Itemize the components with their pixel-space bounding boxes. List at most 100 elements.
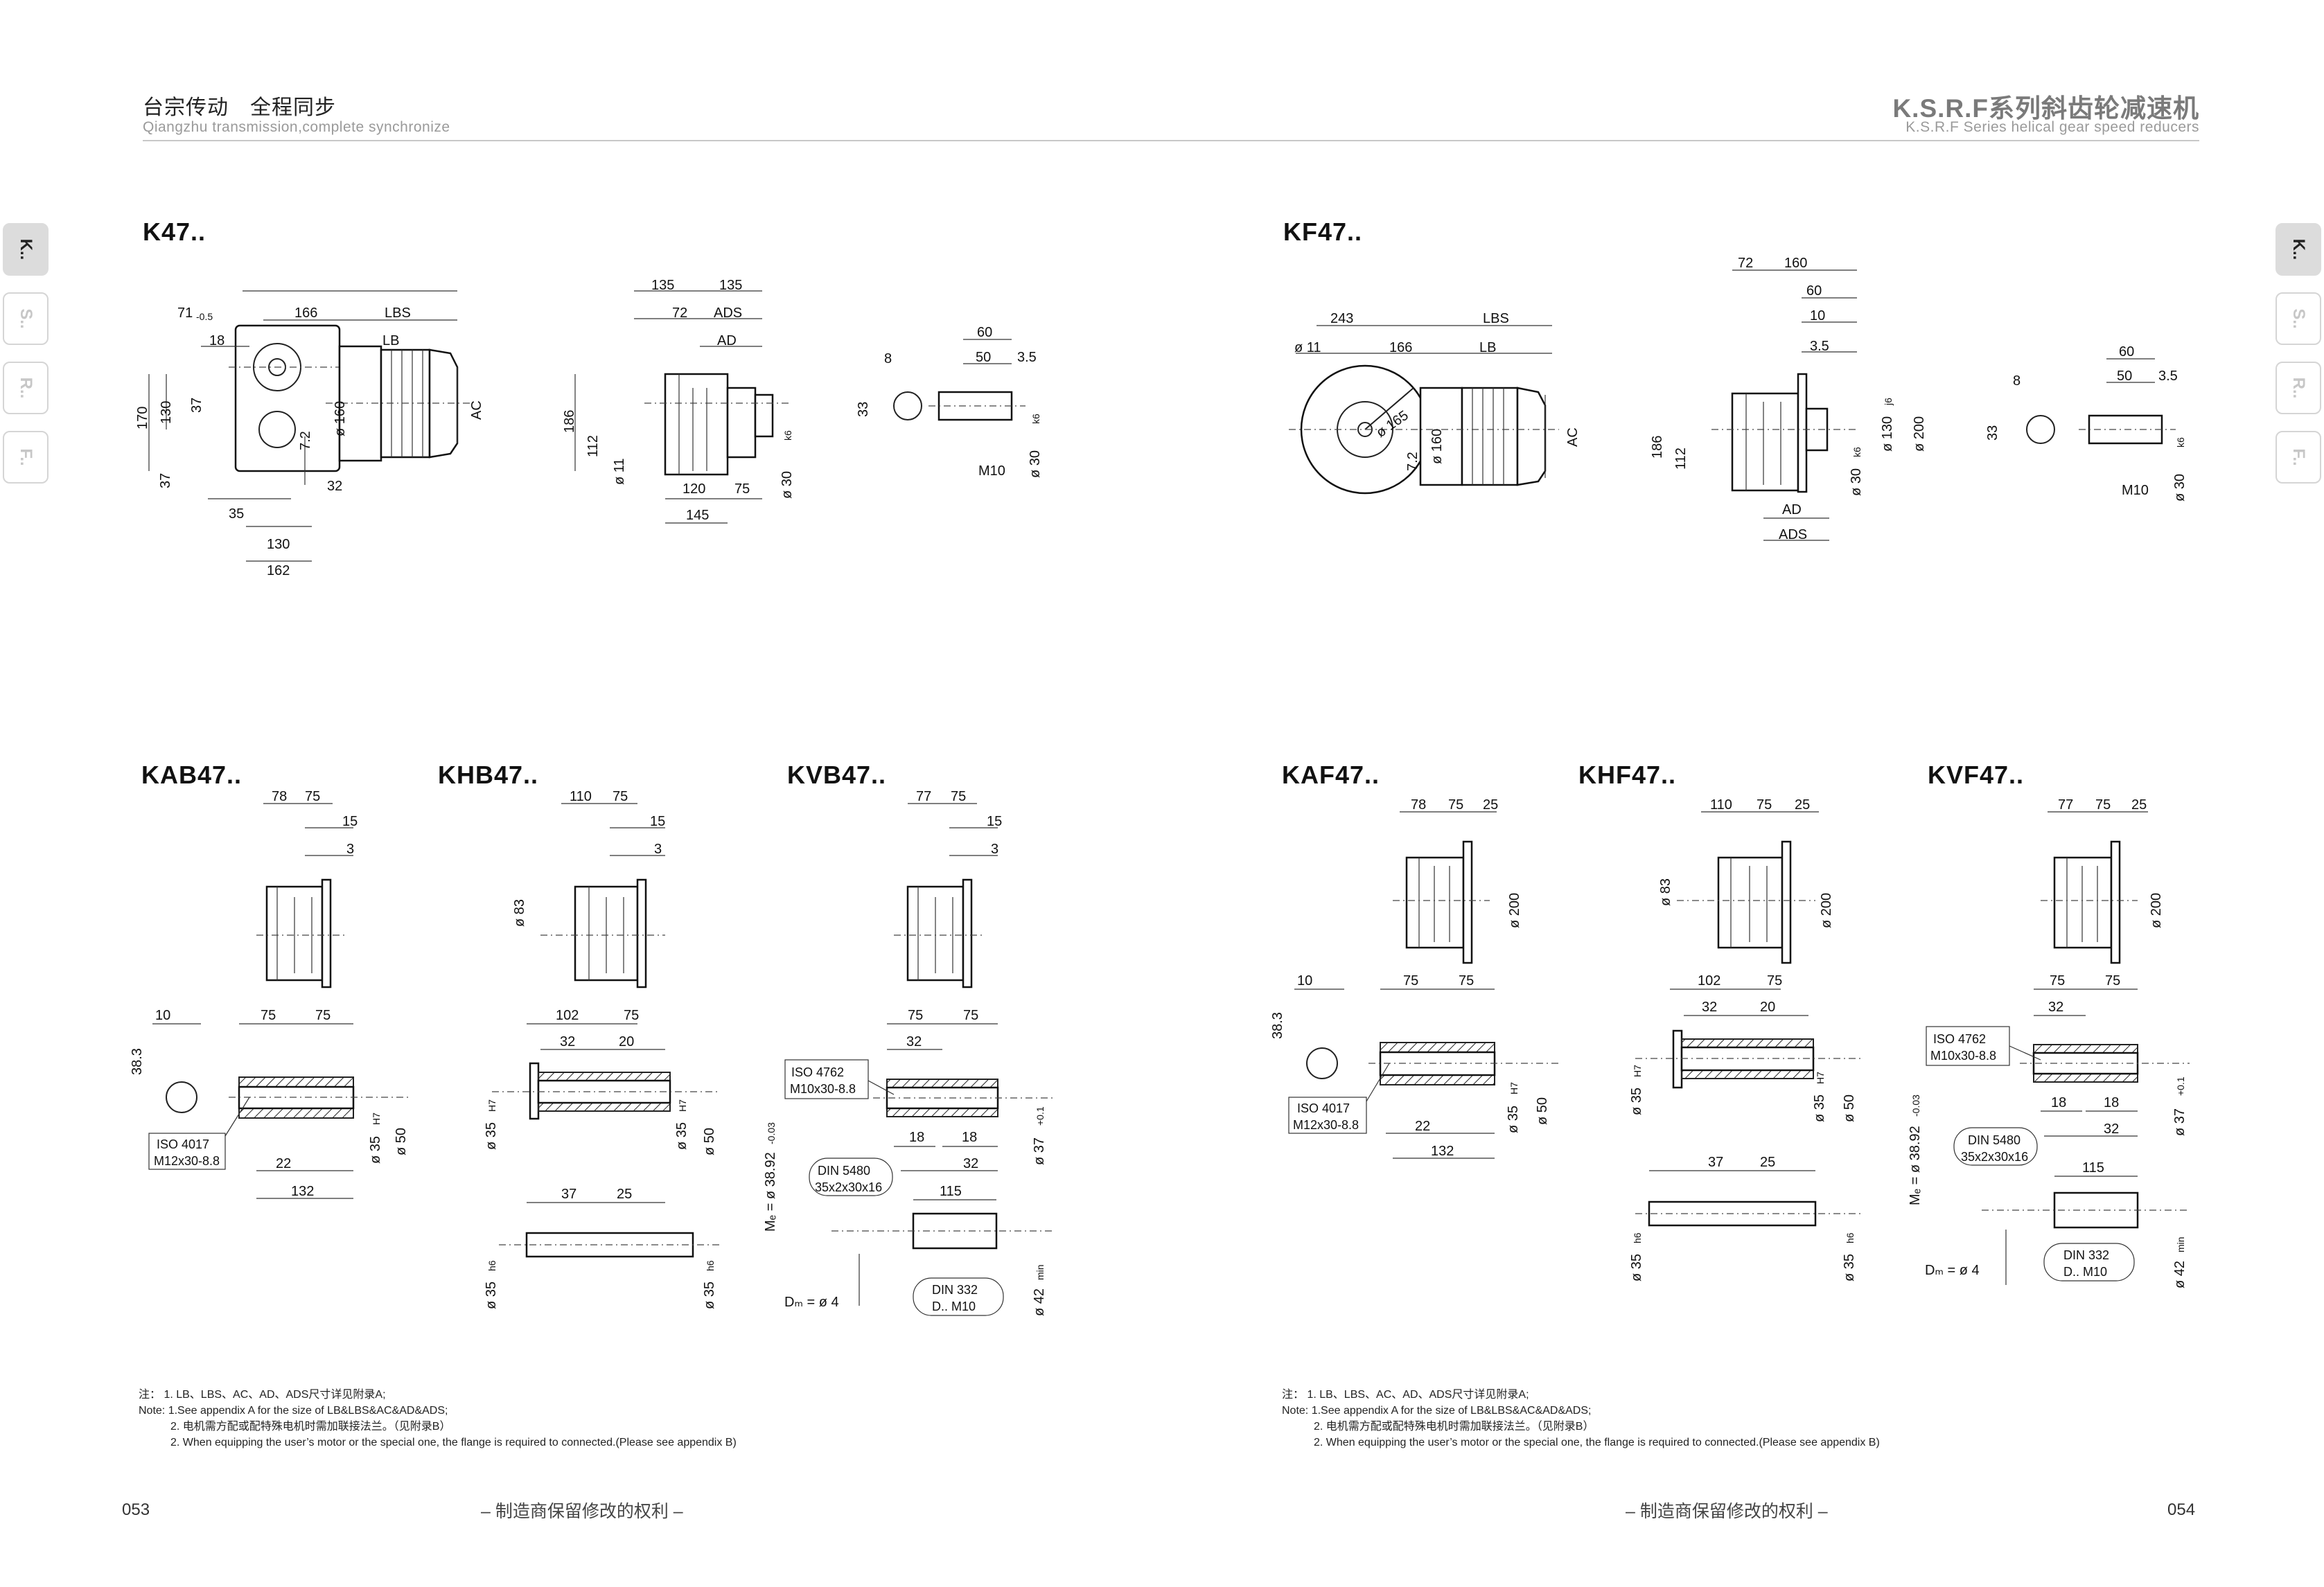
svg-text:ø 37: ø 37 (1032, 1137, 1047, 1165)
note-line-en-1: Note: 1.See appendix A for the size of L… (139, 1405, 448, 1417)
svg-text:ø 35: ø 35 (1842, 1254, 1857, 1282)
svg-text:k6: k6 (1851, 447, 1863, 457)
svg-text:25: 25 (1483, 797, 1498, 813)
svg-text:32: 32 (906, 1034, 922, 1049)
page-number-left: 053 (122, 1500, 150, 1519)
svg-text:75: 75 (2105, 973, 2120, 988)
svg-text:75: 75 (1459, 973, 1474, 988)
svg-text:15: 15 (650, 814, 665, 829)
svg-text:35x2x30x16: 35x2x30x16 (1961, 1150, 2028, 1164)
khb47-top-view: 110 75 15 3 ø 83 (512, 789, 665, 988)
svg-text:+0.1: +0.1 (1035, 1106, 1046, 1126)
header-brand-cn: 台宗传动 全程同步 (143, 96, 336, 119)
tab-s-right[interactable]: S.. (2275, 292, 2321, 345)
svg-text:60: 60 (1806, 283, 1822, 299)
svg-text:78: 78 (1411, 797, 1426, 813)
svg-text:AC: AC (1565, 427, 1581, 447)
svg-text:ø 130: ø 130 (1880, 416, 1895, 452)
svg-text:LBS: LBS (385, 305, 411, 321)
svg-text:22: 22 (1415, 1119, 1430, 1134)
svg-text:3: 3 (346, 842, 354, 857)
header-divider (143, 140, 2199, 141)
svg-text:145: 145 (686, 508, 709, 523)
svg-text:h6: h6 (1845, 1232, 1856, 1243)
svg-text:+0.1: +0.1 (2175, 1076, 2186, 1096)
svg-text:h6: h6 (705, 1260, 716, 1271)
svg-text:18: 18 (962, 1130, 977, 1145)
svg-text:ø 35: ø 35 (674, 1122, 689, 1150)
note-line-cn-1: 注： 1. LB、LBS、AC、AD、ADS尺寸详见附录A; (1282, 1389, 1529, 1401)
svg-text:132: 132 (291, 1184, 314, 1199)
svg-text:75: 75 (305, 789, 320, 804)
svg-text:ISO 4017: ISO 4017 (1297, 1101, 1350, 1115)
svg-text:120: 120 (683, 481, 705, 497)
tab-k-right[interactable]: K.. (2275, 223, 2321, 276)
svg-text:ø 30: ø 30 (1028, 450, 1043, 478)
tab-r-right[interactable]: R.. (2275, 362, 2321, 414)
note-line-en-2: 2. When equipping the user’s motor or th… (1314, 1437, 1880, 1448)
svg-text:ø 200: ø 200 (2149, 893, 2164, 928)
khf47-top-view: 110 75 25 ø 83 ø 200 (1658, 797, 1834, 964)
tab-f-left[interactable]: F.. (3, 431, 49, 484)
title-kvf47: KVF47.. (1928, 761, 2025, 789)
svg-text:112: 112 (1673, 447, 1689, 470)
svg-text:25: 25 (1760, 1155, 1775, 1170)
svg-text:166: 166 (294, 305, 317, 321)
svg-text:166: 166 (1389, 340, 1412, 355)
svg-text:75: 75 (734, 481, 750, 497)
svg-text:160: 160 (1784, 256, 1807, 271)
svg-text:M12x30-8.8: M12x30-8.8 (1293, 1118, 1359, 1132)
svg-text:ø 160: ø 160 (1429, 429, 1445, 464)
svg-text:ø 50: ø 50 (702, 1128, 717, 1155)
svg-text:ø 50: ø 50 (1842, 1094, 1857, 1122)
svg-text:LBS: LBS (1483, 311, 1509, 326)
svg-text:75: 75 (315, 1008, 331, 1023)
svg-text:115: 115 (940, 1184, 962, 1199)
svg-text:AD: AD (1782, 502, 1802, 517)
svg-text:20: 20 (1760, 1000, 1775, 1015)
svg-text:ø 30: ø 30 (780, 471, 795, 499)
svg-text:ø 50: ø 50 (1535, 1097, 1550, 1125)
svg-text:ø 200: ø 200 (1507, 893, 1522, 928)
svg-text:M10x30-8.8: M10x30-8.8 (790, 1082, 856, 1096)
tab-f-right[interactable]: F.. (2275, 431, 2321, 484)
svg-text:8: 8 (884, 351, 892, 366)
note-line-cn-2: 2. 电机需方配或配特殊电机时需加联接法兰。（见附录B） (1314, 1421, 1594, 1433)
svg-text:min: min (1035, 1264, 1046, 1280)
kaf47-section-view: 10 75 75 38.3 ISO 4017 M12x30-8.8 22 132… (1270, 973, 1559, 1159)
svg-text:H7: H7 (1632, 1065, 1643, 1077)
svg-text:ø 35: ø 35 (1506, 1106, 1521, 1133)
tab-s-left[interactable]: S.. (3, 292, 49, 345)
title-kaf47: KAF47.. (1282, 761, 1380, 789)
kf47-side-view: 72 160 60 10 3.5 186 112 ø 130 j6 ø 200 … (1650, 256, 1927, 542)
svg-text:32: 32 (327, 479, 342, 494)
svg-text:DIN 5480: DIN 5480 (818, 1164, 870, 1178)
svg-text:-0.5: -0.5 (196, 311, 213, 322)
svg-text:135: 135 (719, 278, 742, 293)
svg-text:37: 37 (189, 398, 204, 413)
svg-text:8: 8 (2013, 373, 2021, 389)
svg-text:k6: k6 (2175, 437, 2186, 447)
svg-text:h6: h6 (1632, 1232, 1643, 1243)
title-kf47: KF47.. (1283, 218, 1363, 246)
svg-text:15: 15 (342, 814, 358, 829)
svg-text:7.2: 7.2 (298, 431, 313, 450)
svg-text:H7: H7 (486, 1099, 498, 1112)
svg-text:ø 35: ø 35 (702, 1282, 717, 1309)
title-kab47: KAB47.. (141, 761, 243, 789)
svg-text:75: 75 (2050, 973, 2065, 988)
svg-text:75: 75 (624, 1008, 639, 1023)
k47-side-view: 135 135 72 ADS AD 186 112 ø 11 120 75 14… (562, 278, 795, 524)
tab-k-left[interactable]: K.. (3, 223, 49, 276)
svg-text:75: 75 (1767, 973, 1782, 988)
svg-text:ø 35: ø 35 (1629, 1254, 1644, 1282)
khf47-section-view: 102 75 32 20 ø 35 H7 ø 35 H7 ø 50 37 25 … (1629, 973, 1864, 1282)
svg-text:78: 78 (272, 789, 287, 804)
tab-r-left[interactable]: R.. (3, 362, 49, 414)
svg-text:75: 75 (951, 789, 966, 804)
svg-text:ø 42: ø 42 (1032, 1288, 1047, 1316)
svg-text:AD: AD (717, 333, 737, 348)
svg-text:M10: M10 (2122, 483, 2149, 498)
svg-text:Mₑ = ø 38.92: Mₑ = ø 38.92 (1908, 1126, 1923, 1205)
